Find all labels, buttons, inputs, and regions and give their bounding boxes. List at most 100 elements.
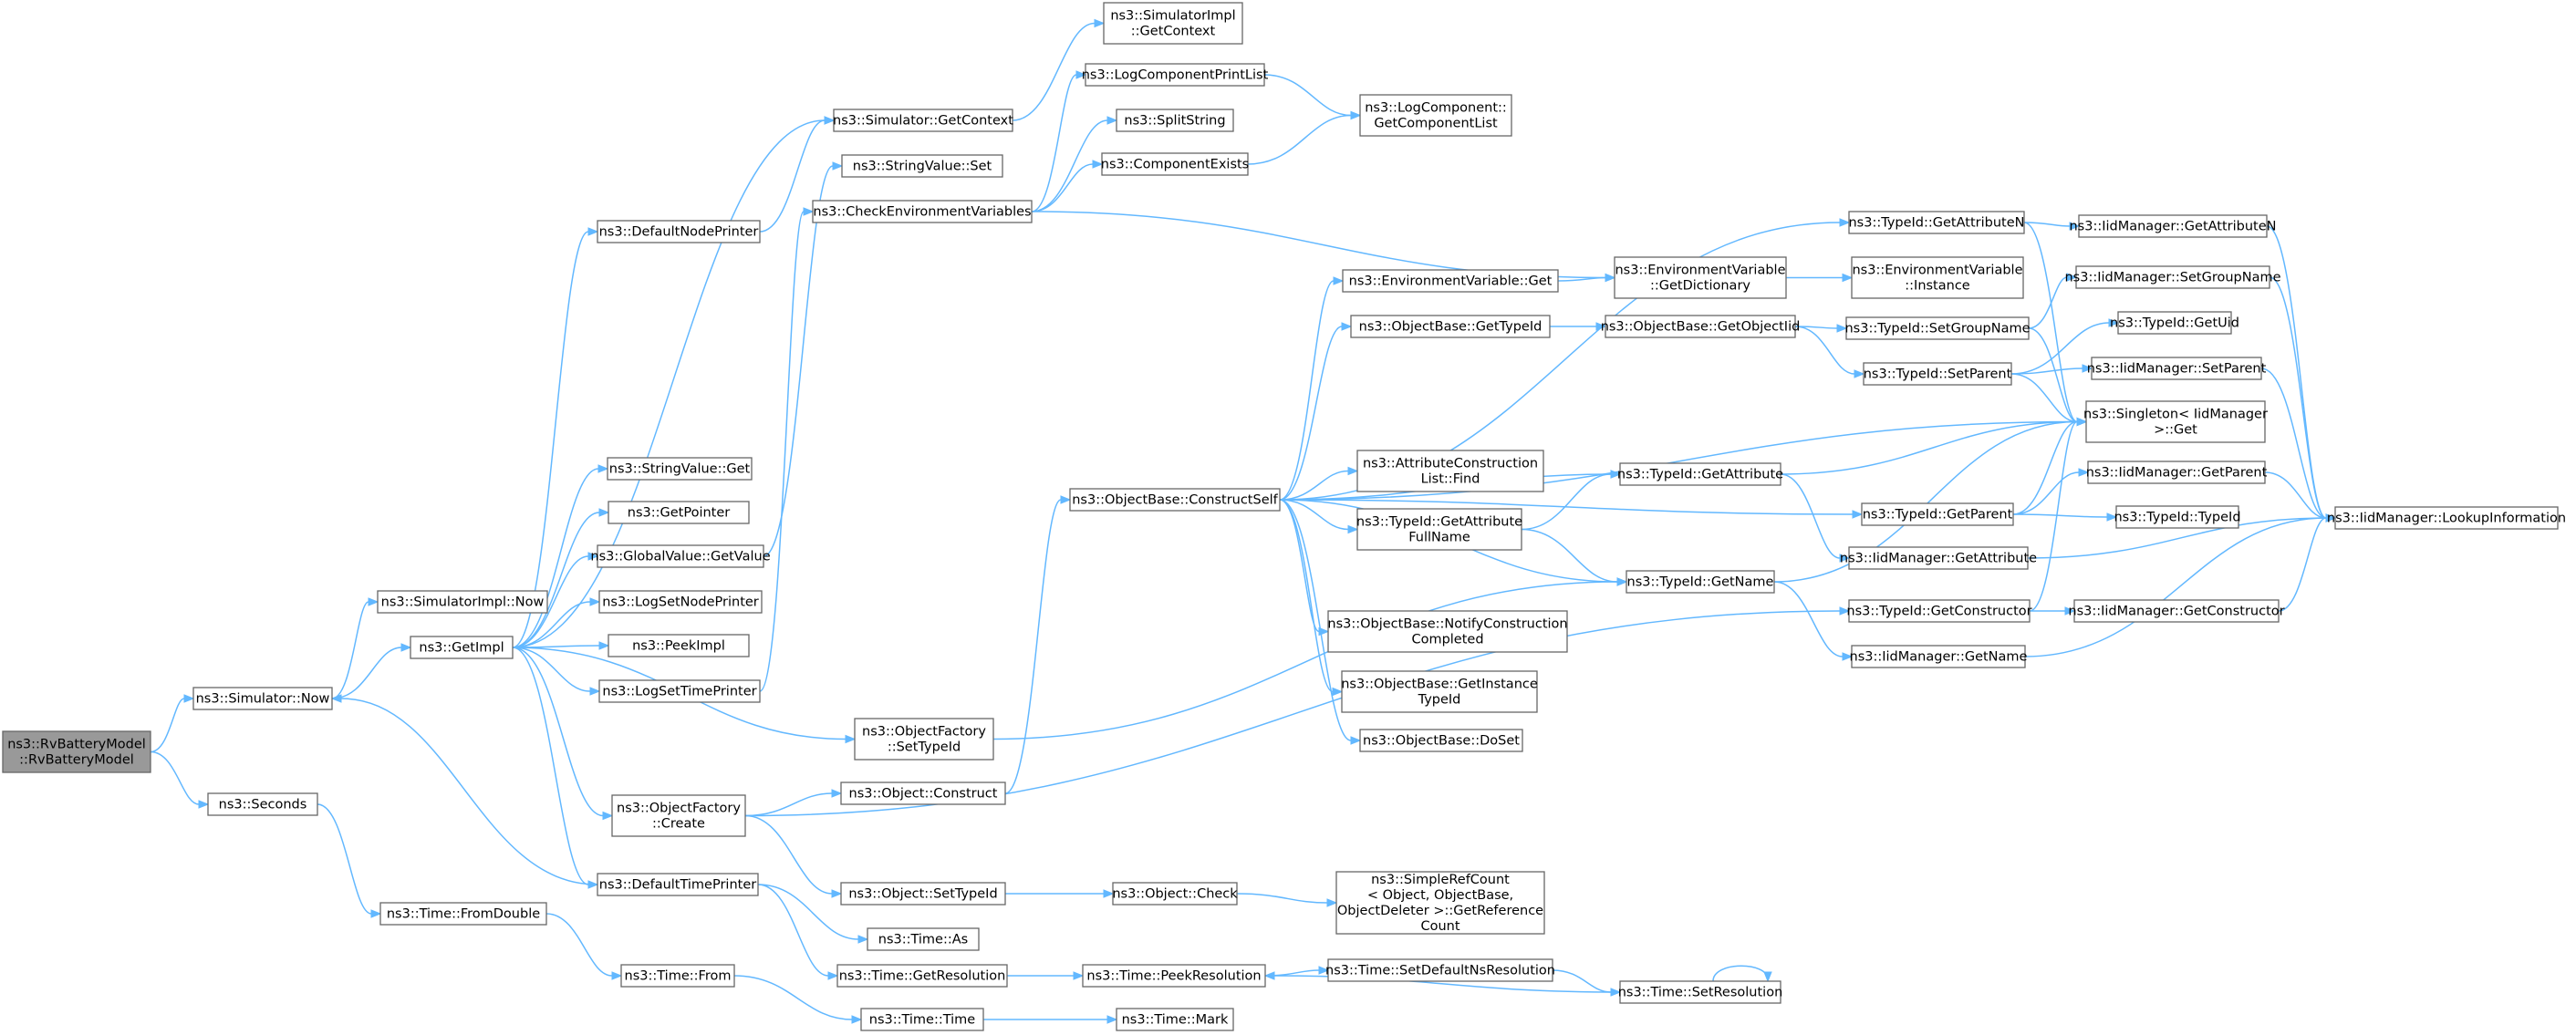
node-ofsettypeid[interactable]: ns3::ObjectFactory::SetTypeId bbox=[854, 718, 994, 761]
node-tidtypeid[interactable]: ns3::TypeId::TypeId bbox=[2114, 505, 2241, 529]
node-objsettypeid[interactable]: ns3::Object::SetTypeId bbox=[840, 882, 1006, 906]
node-splitstring[interactable]: ns3::SplitString bbox=[1116, 109, 1234, 132]
node-obconstructself[interactable]: ns3::ObjectBase::ConstructSelf bbox=[1069, 488, 1281, 512]
node-box bbox=[1327, 610, 1568, 653]
node-box bbox=[2085, 400, 2266, 443]
node-tidgetattr[interactable]: ns3::TypeId::GetAttribute bbox=[1617, 462, 1783, 486]
node-timefrom[interactable]: ns3::Time::From bbox=[620, 964, 735, 988]
node-box bbox=[1069, 488, 1281, 512]
node-box bbox=[1359, 729, 1523, 752]
node-setdefns[interactable]: ns3::Time::SetDefaultNsResolution bbox=[1325, 958, 1555, 982]
node-fromdouble[interactable]: ns3::Time::FromDouble bbox=[379, 902, 547, 926]
node-simgetcontext[interactable]: ns3::Simulator::GetContext bbox=[833, 109, 1013, 132]
node-deftimeprinter[interactable]: ns3::DefaultTimePrinter bbox=[597, 873, 759, 896]
node-strvalget[interactable]: ns3::StringValue::Get bbox=[607, 457, 753, 481]
node-tidgetattrn[interactable]: ns3::TypeId::GetAttributeN bbox=[1848, 211, 2025, 234]
node-envgetdict[interactable]: ns3::EnvironmentVariable::GetDictionary bbox=[1614, 256, 1787, 299]
node-compexists[interactable]: ns3::ComponentExists bbox=[1101, 152, 1250, 176]
node-simimplnow[interactable]: ns3::SimulatorImpl::Now bbox=[377, 590, 548, 614]
node-logcompgetlist[interactable]: ns3::LogComponent::GetComponentList bbox=[1359, 94, 1512, 137]
node-timeas[interactable]: ns3::Time::As bbox=[867, 927, 980, 951]
edge-tidgetname-to-iidgetname bbox=[1773, 581, 1854, 661]
node-iidgetctor[interactable]: ns3::IidManager::GetConstructor bbox=[2068, 599, 2285, 623]
node-tidgetname[interactable]: ns3::TypeId::GetName bbox=[1626, 570, 1775, 594]
node-checkenv[interactable]: ns3::CheckEnvironmentVariables bbox=[812, 200, 1033, 223]
node-gvgetvalue[interactable]: ns3::GlobalValue::GetValue bbox=[590, 544, 771, 568]
node-getpointer[interactable]: ns3::GetPointer bbox=[608, 501, 750, 524]
edge-arrowhead bbox=[1075, 70, 1087, 79]
edge-line bbox=[2028, 327, 2078, 423]
node-objcheck[interactable]: ns3::Object::Check bbox=[1112, 882, 1238, 906]
edge-line bbox=[2010, 373, 2078, 423]
node-ofcreate[interactable]: ns3::ObjectFactory::Create bbox=[611, 794, 746, 837]
node-timetime[interactable]: ns3::Time::Time bbox=[860, 1008, 984, 1031]
edge-ofcreate-to-objconstruct bbox=[744, 789, 843, 817]
node-obgettypeid[interactable]: ns3::ObjectBase::GetTypeId bbox=[1350, 315, 1551, 338]
node-iidsetgroup[interactable]: ns3::IidManager::SetGroupName bbox=[2064, 265, 2281, 289]
node-envinstance[interactable]: ns3::EnvironmentVariable::Instance bbox=[1851, 256, 2024, 299]
node-obgetobjtid[interactable]: ns3::ObjectBase::GetObjectIid bbox=[1601, 315, 1801, 338]
node-label: ns3::IidManager::SetGroupName bbox=[2064, 271, 2280, 285]
edge-line bbox=[1279, 499, 1349, 531]
node-simplerefcount[interactable]: ns3::SimpleRefCount< Object, ObjectBase,… bbox=[1335, 871, 1545, 935]
node-obnotify[interactable]: ns3::ObjectBase::NotifyConstructionCompl… bbox=[1327, 610, 1568, 653]
node-iidgetattr[interactable]: ns3::IidManager::GetAttribute bbox=[1840, 546, 2037, 570]
edge-iidgetname-to-iidlookup bbox=[2024, 513, 2337, 657]
node-obdoset[interactable]: ns3::ObjectBase::DoSet bbox=[1359, 729, 1523, 752]
node-label: ns3::IidManager::GetConstructor bbox=[2068, 605, 2284, 619]
node-iidlookup[interactable]: ns3::IidManager::LookupInformation bbox=[2327, 506, 2566, 530]
node-box bbox=[1356, 508, 1522, 551]
node-tidsetgroup[interactable]: ns3::TypeId::SetGroupName bbox=[1844, 316, 2031, 340]
node-objconstruct[interactable]: ns3::Object::Construct bbox=[840, 781, 1006, 805]
edge-arrowhead bbox=[368, 597, 379, 606]
node-label: ns3::Time::PeekResolution bbox=[1086, 969, 1261, 984]
node-tidgetctor[interactable]: ns3::TypeId::GetConstructor bbox=[1846, 599, 2032, 623]
node-box bbox=[1356, 450, 1544, 492]
node-iidsetparent[interactable]: ns3::IidManager::SetParent bbox=[2087, 357, 2267, 380]
node-label: ns3::GetImpl bbox=[419, 641, 504, 656]
edge-getimpl-to-ofcreate bbox=[512, 647, 614, 821]
node-peekimpl[interactable]: ns3::PeekImpl bbox=[608, 634, 750, 657]
node-label: >::Get bbox=[2154, 423, 2197, 438]
node-peekres[interactable]: ns3::Time::PeekResolution bbox=[1082, 964, 1266, 988]
node-label: ns3::SimulatorImpl bbox=[1110, 9, 1235, 24]
node-label: ns3::TypeId::GetName bbox=[1627, 575, 1774, 590]
node-iidgetattrn[interactable]: ns3::IidManager::GetAttributeN bbox=[2069, 214, 2277, 238]
node-box bbox=[1350, 315, 1551, 338]
edge-root-to-seconds bbox=[150, 750, 210, 809]
node-simimplgetcontext[interactable]: ns3::SimulatorImpl::GetContext bbox=[1103, 2, 1243, 45]
node-timegetres[interactable]: ns3::Time::GetResolution bbox=[836, 964, 1008, 988]
edge-line bbox=[1712, 965, 1769, 982]
node-logcompprintlist[interactable]: ns3::LogComponentPrintList bbox=[1082, 63, 1269, 87]
node-box bbox=[2078, 214, 2268, 238]
edge-arrowhead bbox=[400, 643, 412, 652]
node-tidgetuid[interactable]: ns3::TypeId::GetUid bbox=[2110, 311, 2239, 335]
node-logsettimeprinter[interactable]: ns3::LogSetTimePrinter bbox=[598, 679, 761, 703]
edge-arrowhead bbox=[2066, 273, 2078, 282]
node-iidgetname[interactable]: ns3::IidManager::GetName bbox=[1850, 645, 2028, 668]
node-label: ns3::GlobalValue::GetValue bbox=[590, 550, 770, 564]
edge-root-to-simnow bbox=[150, 694, 195, 753]
node-tidgetparent[interactable]: ns3::TypeId::GetParent bbox=[1861, 502, 2014, 526]
node-label: ns3::Time::As bbox=[878, 933, 968, 947]
edge-timegetres-to-peekres bbox=[1007, 971, 1085, 980]
edge-line bbox=[2023, 222, 2071, 227]
node-logsetnodeprinter[interactable]: ns3::LogSetNodePrinter bbox=[598, 590, 763, 614]
node-label: ns3::StringValue::Get bbox=[609, 462, 751, 477]
node-strvalset[interactable]: ns3::StringValue::Set bbox=[841, 154, 1003, 178]
node-simnow[interactable]: ns3::Simulator::Now bbox=[192, 687, 333, 710]
node-seconds[interactable]: ns3::Seconds bbox=[207, 792, 318, 816]
node-iidgetparent[interactable]: ns3::IidManager::GetParent bbox=[2086, 461, 2268, 484]
node-timemark[interactable]: ns3::Time::Mark bbox=[1116, 1008, 1234, 1031]
edge-obconstructself-to-envget bbox=[1279, 276, 1345, 501]
node-tidsetparent[interactable]: ns3::TypeId::SetParent bbox=[1863, 362, 2012, 386]
node-defnodeprinter[interactable]: ns3::DefaultNodePrinter bbox=[597, 220, 761, 243]
node-timesetres[interactable]: ns3::Time::SetResolution bbox=[1618, 980, 1783, 1004]
node-envget[interactable]: ns3::EnvironmentVariable::Get bbox=[1342, 269, 1559, 293]
node-getimpl[interactable]: ns3::GetImpl bbox=[410, 636, 514, 659]
node-root[interactable]: ns3::RvBatteryModel::RvBatteryModel bbox=[2, 730, 151, 773]
node-singletonget[interactable]: ns3::Singleton< IidManager>::Get bbox=[2083, 400, 2268, 443]
